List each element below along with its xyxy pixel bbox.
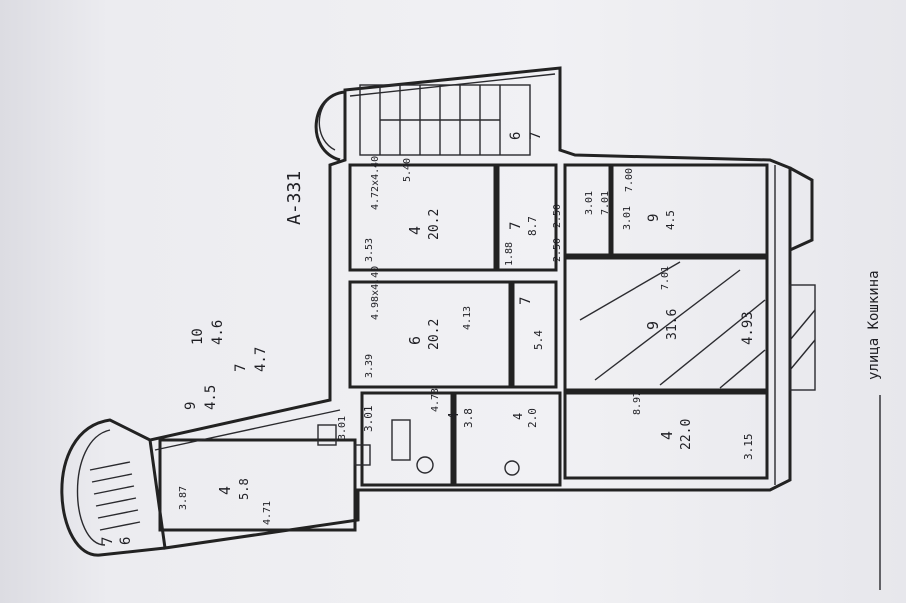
interior-walls bbox=[154, 163, 769, 532]
room-side: 4.93 bbox=[740, 311, 756, 345]
dimension-label: 3.01 bbox=[337, 416, 348, 440]
corridor-labels: 10 4.6 7 4.7 9 4.5 bbox=[183, 320, 269, 410]
stair-label: 7 bbox=[528, 132, 544, 140]
room-side: 2.50 bbox=[552, 204, 563, 228]
room-side: 1.88 bbox=[504, 242, 515, 266]
dimension-label: 2.50 bbox=[552, 238, 563, 262]
corridor-label: 9 bbox=[183, 402, 199, 410]
room-number: 7 bbox=[518, 297, 534, 305]
corridor-label: 4.7 bbox=[253, 347, 269, 372]
fixtures bbox=[317, 419, 520, 476]
dimension-label: 3.01 bbox=[584, 191, 595, 215]
room-side: 4.13 bbox=[462, 306, 473, 330]
upper-staircase bbox=[314, 84, 531, 162]
stair-labels: 6 7 6 7 bbox=[100, 132, 544, 545]
misc-dimensions: 2.50 3.01 7.01 3.01 bbox=[337, 191, 611, 440]
stair-label: 7 bbox=[100, 537, 116, 545]
room-r4: 7 5.4 bbox=[518, 297, 545, 350]
room-dims: 4.98x4.40 bbox=[370, 266, 381, 320]
corridor-label: 4.6 bbox=[210, 320, 226, 345]
room-number: 9 bbox=[646, 214, 662, 222]
room-r8: 4 3.8 4.73 3.01 bbox=[362, 388, 475, 432]
street-label: улица Кошкина bbox=[866, 270, 882, 380]
stair-label: 6 bbox=[118, 537, 134, 545]
room-area: 4.5 bbox=[664, 210, 677, 230]
room-side: 4.73 bbox=[430, 388, 441, 412]
room-r7: 9 4.5 7.00 3.01 bbox=[622, 168, 677, 230]
room-number: 4 bbox=[406, 226, 424, 235]
corridor-label: 10 bbox=[190, 328, 206, 345]
room-number: 4 bbox=[511, 413, 525, 420]
room-side: 3.01 bbox=[622, 206, 633, 230]
room-area: 2.0 bbox=[526, 408, 539, 428]
room-side: 8.97 bbox=[632, 391, 643, 415]
room-number: 4 bbox=[216, 486, 234, 495]
room-area: 20.2 bbox=[427, 319, 442, 350]
room-r3: 7 8.7 1.88 2.50 bbox=[504, 204, 563, 266]
room-r5: 9 31.6 7.01 4.93 bbox=[644, 266, 756, 345]
room-side: 3.87 bbox=[178, 486, 189, 510]
room-side: 7.00 bbox=[624, 168, 635, 192]
room-number: 4 bbox=[658, 431, 676, 440]
room-number: 4 bbox=[447, 412, 462, 420]
room-area: 20.2 bbox=[427, 209, 442, 240]
room-area: 5.8 bbox=[237, 478, 251, 500]
room-r1: 4 20.2 4.72x4.40 3.53 5.40 bbox=[364, 156, 442, 262]
right-bay bbox=[789, 166, 816, 391]
room-side: 5.40 bbox=[402, 158, 413, 182]
room-side: 3.53 bbox=[364, 238, 375, 262]
room-area: 8.7 bbox=[526, 216, 539, 236]
room-area: 3.8 bbox=[462, 408, 475, 428]
room-r10: 4 5.8 4.71 3.87 bbox=[178, 478, 273, 525]
room-dims: 4.72x4.40 bbox=[370, 156, 381, 210]
room-side: 4.71 bbox=[262, 501, 273, 525]
room-number: 6 bbox=[406, 336, 424, 345]
room-side: 3.39 bbox=[364, 354, 375, 378]
stair-label: 6 bbox=[508, 132, 524, 140]
room-r9: 4 2.0 bbox=[511, 408, 539, 428]
room-side: 3.01 bbox=[362, 406, 375, 433]
room-side: 3.15 bbox=[742, 434, 755, 461]
room-side: 7.01 bbox=[660, 266, 671, 290]
room-number: 7 bbox=[508, 222, 524, 230]
lower-staircase bbox=[60, 418, 166, 557]
plan-title: A-331 bbox=[284, 171, 305, 225]
hatched-room bbox=[579, 261, 766, 389]
corridor-label: 4.5 bbox=[203, 385, 219, 410]
room-area: 31.6 bbox=[665, 309, 680, 340]
room-number: 9 bbox=[644, 321, 662, 330]
room-r2: 6 20.2 4.98x4.40 3.39 4.13 bbox=[364, 266, 473, 378]
corridor-label: 7 bbox=[233, 364, 249, 372]
dimension-label: 7.01 bbox=[600, 191, 611, 215]
room-area: 22.0 bbox=[679, 419, 694, 450]
room-area: 5.4 bbox=[532, 330, 545, 350]
room-r6: 4 22.0 8.97 3.15 bbox=[632, 391, 755, 460]
